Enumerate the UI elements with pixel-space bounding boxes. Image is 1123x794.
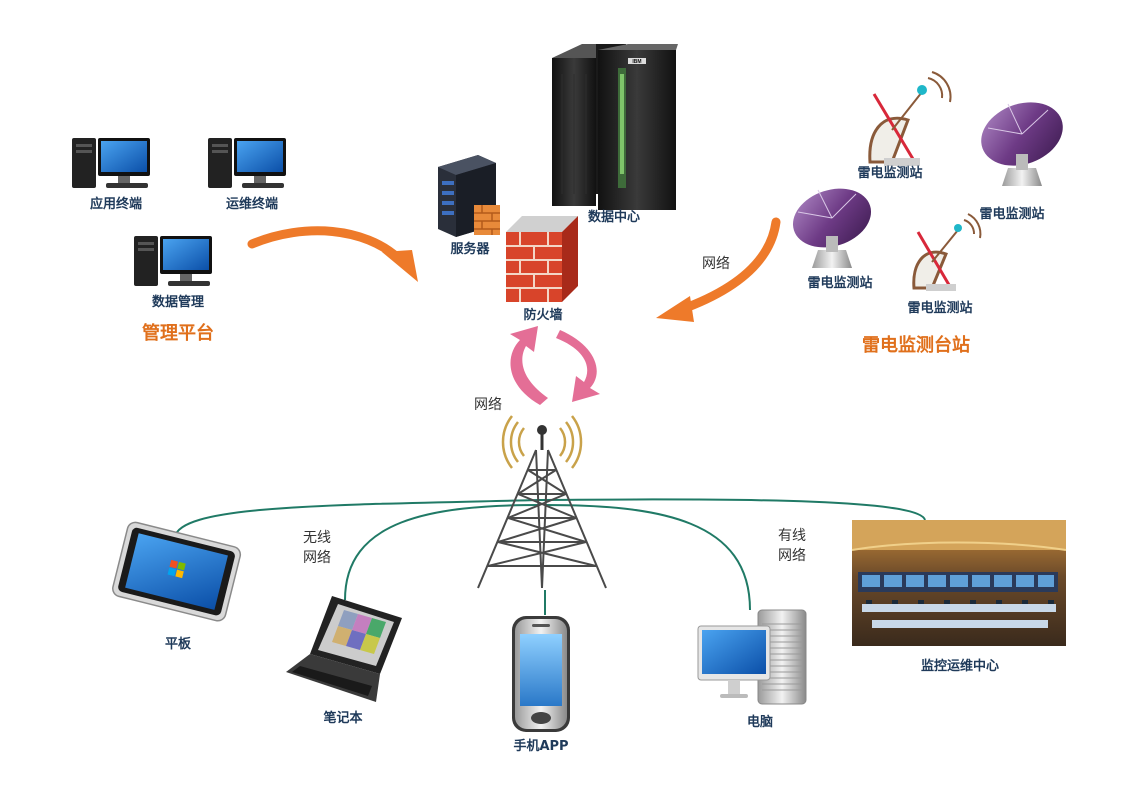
phone-label: 手机APP (513, 739, 569, 754)
management-arrow (247, 226, 418, 282)
radar-station-2-label: 雷电监测站 (979, 207, 1045, 222)
wireless-network-label: 无线 网络 (303, 528, 331, 568)
tablet-icon (112, 521, 242, 622)
radar-station-icon (792, 188, 872, 268)
laptop-icon (286, 596, 402, 702)
data-center-icon: IBM (552, 44, 678, 210)
radar-arrow (656, 217, 781, 322)
wired-label-line2: 网络 (778, 548, 806, 564)
radar-station-icon (981, 102, 1063, 186)
laptop-label: 笔记本 (323, 711, 363, 726)
ops-terminal-label: 运维终端 (225, 197, 279, 212)
server-icon (438, 155, 500, 237)
ibm-badge: IBM (632, 59, 641, 65)
radar-stations-title: 雷电监测台站 (862, 335, 970, 356)
wireless-label-line2: 网络 (303, 550, 331, 566)
data-management-terminal-icon (134, 236, 212, 286)
wired-wireless-links (174, 498, 926, 615)
tablet-label: 平板 (164, 637, 192, 652)
server-label: 服务器 (450, 242, 490, 257)
signal-tower-icon (477, 415, 607, 589)
ops-terminal-icon (208, 138, 286, 188)
firewall-label: 防火墙 (523, 308, 563, 323)
monitoring-center-photo (851, 520, 1067, 646)
data-management-label: 数据管理 (151, 295, 205, 310)
phone-icon (512, 616, 570, 732)
radar-station-3-label: 雷电监测站 (807, 276, 873, 291)
wired-network-label: 有线 网络 (778, 526, 806, 566)
firewall-icon (506, 216, 578, 302)
wired-label-line1: 有线 (778, 528, 806, 544)
wireless-label-line1: 无线 (303, 530, 331, 546)
management-platform-title: 管理平台 (142, 323, 214, 344)
radar-network-label: 网络 (702, 256, 730, 272)
desktop-icon (697, 609, 807, 705)
radar-station-1-label: 雷电监测站 (857, 166, 923, 181)
app-terminal-label: 应用终端 (89, 197, 143, 212)
app-terminal-icon (72, 138, 150, 188)
exchange-arrows (510, 326, 600, 405)
radar-station-4-label: 雷电监测站 (907, 301, 973, 316)
desktop-label: 电脑 (746, 715, 774, 730)
radar-station-icon (868, 71, 952, 166)
data-center-label: 数据中心 (587, 210, 641, 225)
tower-network-label: 网络 (474, 397, 502, 413)
radar-station-icon (912, 213, 982, 291)
monitoring-center-label: 监控运维中心 (920, 659, 1000, 674)
